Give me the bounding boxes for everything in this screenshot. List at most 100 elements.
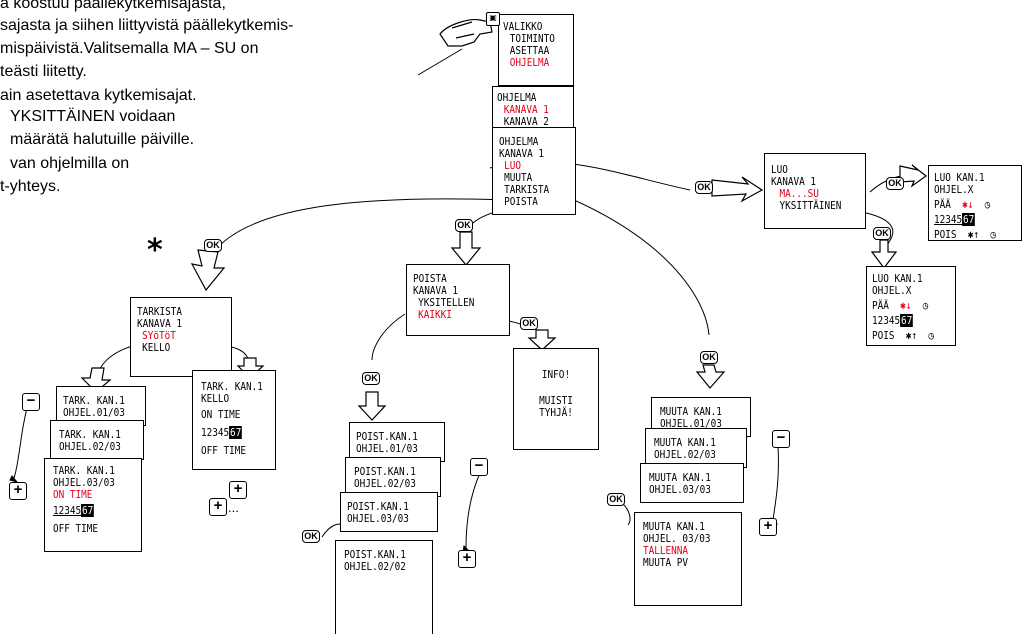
delete-program-card: POIST.KAN.1 OHJEL.03/03 (340, 492, 438, 532)
delete-program-title: POIST.KAN.1 (344, 548, 406, 561)
program-channel-selected: KANAVA 1 (503, 103, 549, 116)
delete-program-title: POIST.KAN.1 (347, 500, 409, 513)
check-program-off-time: OFF TIME (53, 522, 99, 535)
more-ellipsis: ... (228, 500, 239, 515)
program-channel-line: KANAVA 2 (503, 115, 549, 128)
ok-button-create[interactable]: OK (695, 181, 713, 194)
plus-button[interactable]: + (458, 550, 476, 568)
delete-program-title: POIST.KAN.1 (354, 465, 416, 478)
clock-icon: ◷ (984, 198, 991, 211)
info-line: MUISTI (539, 394, 573, 407)
intro-line: ain asetettava kytkemisajat. (0, 87, 197, 104)
check-program-card: TARK. KAN.1 OHJEL.01/03 (56, 386, 146, 426)
create-program-number: OHJEL.X (934, 183, 974, 196)
create-program-off-row: POIS ✱↑ ◷ (872, 330, 943, 342)
delete-program-card-front: POIST.KAN.1 OHJEL.02/02 (335, 540, 433, 634)
clock-icon: ◷ (922, 299, 929, 312)
ok-button-modify[interactable]: OK (700, 351, 718, 364)
create-program-off-row: POIS ✱↑ ◷ (934, 229, 1008, 241)
ok-button-delete-down[interactable]: OK (362, 372, 380, 385)
days-row: 1234567 (53, 504, 128, 517)
delete-program-card: POIST.KAN.1 OHJEL.02/03 (345, 457, 441, 497)
intro-line: a koostuu päällekytkemisajasta, (0, 0, 226, 12)
hand-pointer-icon (439, 19, 493, 47)
modify-program-title: MUUTA KAN.1 (643, 520, 705, 533)
arrow-delete-down (357, 391, 387, 421)
days-weekend: 67 (229, 426, 243, 439)
ok-button-delete-confirm[interactable]: OK (302, 530, 320, 543)
modify-program-number: OHJEL.03/03 (649, 483, 711, 496)
arrow-to-delete (450, 231, 482, 266)
modify-program-card: MUUTA KAN.1 OHJEL.02/03 (645, 428, 747, 468)
menu-screen: VALIKKO TOIMINTO ASETTAA OHJELMA (498, 14, 574, 86)
modify-program-card-front: MUUTA KAN.1 OHJEL. 03/03 TALLENNA MUUTA … (634, 512, 742, 606)
days-weekdays: 12345 (201, 426, 230, 439)
intro-line: määrätä halutuille päiville. (10, 131, 195, 148)
create-selected: MA...SU (779, 187, 819, 200)
intro-line: van ohjelmilla on (10, 155, 130, 172)
ok-button-check[interactable]: OK (204, 239, 222, 252)
delete-line: KANAVA 1 (413, 284, 459, 297)
days-row: 1234567 (934, 213, 1008, 226)
modify-program-title: MUUTA KAN.1 (654, 436, 716, 449)
clock-icon: ◷ (928, 329, 934, 342)
connector-minus-plus-right (772, 446, 779, 521)
minus-button[interactable]: − (470, 458, 488, 476)
delete-program-title: POIST.KAN.1 (356, 430, 418, 443)
check-program-title: TARK. KAN.1 (53, 464, 115, 477)
info-title: INFO! (541, 368, 571, 381)
menu-line: ASETTAA (509, 44, 550, 57)
ok-button-create-x[interactable]: OK (886, 177, 904, 190)
plus-button[interactable]: + (209, 498, 227, 516)
plus-button[interactable]: + (9, 482, 27, 500)
modify-day: MUUTA PV (643, 556, 689, 569)
check-line: KANAVA 1 (137, 317, 183, 330)
program-main-line: KANAVA 1 (499, 147, 545, 160)
modify-program-title: MUUTA KAN.1 (649, 471, 711, 484)
check-clock-line: ON TIME (201, 408, 241, 421)
create-program-title: LUO KAN.1 (934, 171, 985, 184)
minus-button[interactable]: − (772, 430, 790, 448)
days-weekdays: 12345 (934, 213, 963, 226)
delete-program-number: OHJEL.02/03 (354, 477, 416, 490)
modify-program-title: MUUTA KAN.1 (660, 405, 722, 418)
create-program-title: LUO KAN.1 (872, 272, 923, 285)
check-clock-screen: TARK. KAN.1 KELLO ON TIME 1234567 OFF TI… (192, 370, 276, 470)
plus-button[interactable]: + (759, 518, 777, 536)
delete-line: POISTA (413, 272, 447, 285)
arrow-to-create-y (870, 239, 898, 269)
ok-button-info[interactable]: OK (520, 317, 538, 330)
program-main-line: POISTA (504, 195, 538, 208)
check-program-on-time: ON TIME (53, 488, 93, 501)
program-main-line: OHJELMA (499, 135, 539, 148)
menu-key-icon[interactable]: ▣ (486, 12, 500, 26)
delete-program-number: OHJEL.03/03 (347, 512, 409, 525)
ok-button-create-y[interactable]: OK (873, 227, 891, 240)
minus-button[interactable]: − (22, 393, 40, 411)
ok-button-modify-stack[interactable]: OK (607, 493, 625, 506)
connector-ok-modify-stack (621, 502, 631, 526)
check-program-title: TARK. KAN.1 (59, 428, 121, 441)
off-label: POIS (934, 228, 957, 241)
check-program-card: TARK. KAN.1 OHJEL.02/03 (50, 420, 144, 460)
check-clock-line: TARK. KAN.1 (201, 380, 263, 393)
plus-button[interactable]: + (229, 481, 247, 499)
check-clock-off: OFF TIME (201, 444, 247, 457)
connector-delete-down (371, 313, 406, 361)
modify-program-card: MUUTA KAN.1 OHJEL.03/03 (640, 463, 744, 503)
clock-icon: ◷ (990, 228, 996, 241)
check-screen: TARKISTA KANAVA 1 SYöTöT KELLO (130, 297, 232, 377)
ok-button-delete[interactable]: OK (455, 219, 473, 232)
days-row: 1234567 (872, 314, 943, 327)
create-program-on-row: PÄÄ ✱↓ ◷ (934, 199, 1008, 211)
create-line: LUO (771, 163, 788, 176)
create-program-single-screen: LUO KAN.1 OHJEL.X PÄÄ ✱↓ ◷ 1234567 POIS … (866, 266, 956, 346)
off-label: POIS (872, 329, 895, 342)
program-main-screen: OHJELMA KANAVA 1 LUO MUUTA TARKISTA POIS… (492, 127, 576, 215)
check-line: TARKISTA (137, 305, 183, 318)
on-label: PÄÄ (872, 299, 889, 312)
sun-icon: ✱↓ (894, 299, 918, 312)
days-weekend: 67 (962, 213, 976, 226)
delete-program-number: OHJEL.01/03 (356, 442, 418, 455)
